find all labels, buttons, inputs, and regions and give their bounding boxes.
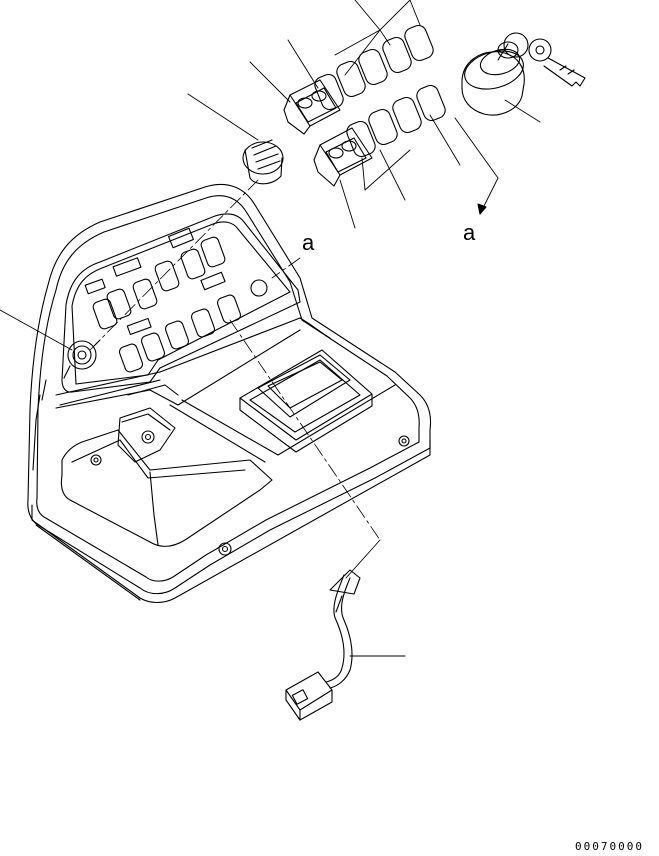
upper-switch-assembly xyxy=(283,24,434,135)
switch-slots-lower-row xyxy=(118,294,242,373)
key-icon xyxy=(503,32,586,87)
document-number: 00070000 xyxy=(575,840,644,853)
switch-panel xyxy=(61,213,301,393)
callout-arrow xyxy=(454,117,499,215)
assembly-lines xyxy=(89,179,381,541)
plug-hole xyxy=(250,279,268,297)
lower-switch-assembly xyxy=(313,84,446,187)
callout-letter-a: a xyxy=(463,220,476,245)
knob-part xyxy=(242,139,284,185)
console-housing xyxy=(27,183,432,604)
console-opening xyxy=(239,349,373,453)
switch-slots-upper-row xyxy=(92,236,226,330)
callout-letter-a-panel: a xyxy=(302,230,315,255)
connector-icon xyxy=(285,671,333,721)
wire-harness-part xyxy=(285,569,361,721)
leader-lines xyxy=(0,0,541,657)
key-switch-part xyxy=(461,32,586,116)
